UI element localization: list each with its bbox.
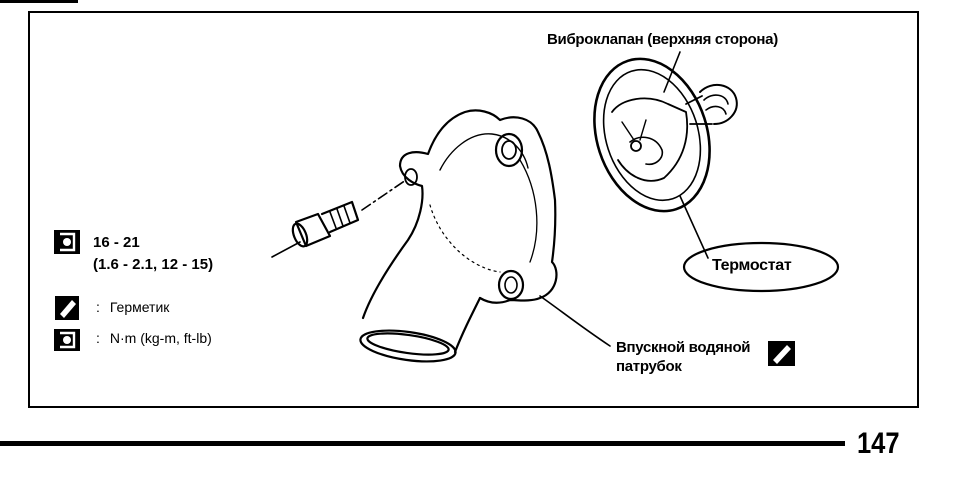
torque-value: 16 - 21 [93, 234, 140, 251]
legend-torque-units-label: N·m (kg-m, ft-lb) [109, 330, 212, 346]
page-number: 147 [857, 427, 900, 460]
legend-sealant: : Герметик [96, 299, 169, 315]
legend-sealant-label: Герметик [109, 299, 170, 315]
legend-separator: : [96, 330, 100, 346]
vibration-valve-label: Виброклапан (верхняя сторона) [547, 31, 778, 48]
footer-rule [0, 441, 845, 446]
inlet-label-line2: патрубок [616, 358, 682, 375]
torque-leader-line [271, 241, 301, 258]
inlet-label: Впускной водяной патрубок [616, 338, 751, 376]
sealant-icon [55, 296, 79, 320]
inlet-label-line1: Впускной водяной [616, 339, 751, 356]
sealant-icon [768, 341, 795, 366]
figure-frame [28, 11, 919, 408]
bolt [291, 179, 407, 248]
torque-wrench-icon [54, 230, 80, 254]
legend-separator: : [96, 299, 100, 315]
thermostat [593, 51, 738, 259]
inlet-leader-line [539, 295, 611, 347]
thermostat-label: Термостат [712, 257, 792, 274]
torque-wrench-icon [54, 329, 80, 351]
legend-torque-units: : N·m (kg-m, ft-lb) [96, 330, 212, 346]
torque-converted: (1.6 - 2.1, 12 - 15) [93, 256, 214, 273]
water-inlet-housing [359, 109, 558, 363]
torque-spec: 16 - 21 (1.6 - 2.1, 12 - 15) [93, 232, 213, 276]
scan-artifact [0, 0, 78, 3]
thermostat-callout-ellipse [682, 241, 840, 293]
